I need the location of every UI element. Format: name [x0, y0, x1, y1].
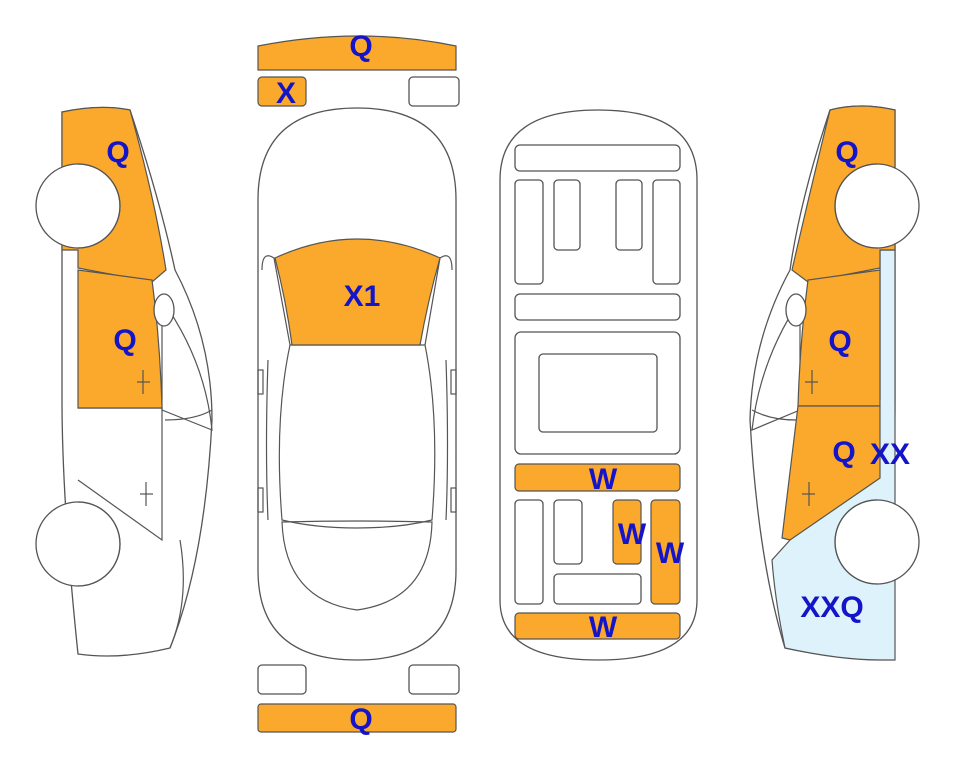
floor-rear-bar-label: W	[589, 611, 618, 644]
floor-small-rail-label: W	[618, 518, 647, 551]
roof-outline	[278, 344, 436, 529]
floor-rear-bar-panel[interactable]	[514, 612, 681, 640]
right-side-view: Q Q Q XX XXQ	[749, 105, 920, 661]
left-mirror	[153, 293, 175, 327]
right-rear-door-label-2: XX	[870, 438, 910, 471]
right-front-door-label: Q	[828, 325, 851, 358]
left-front-door-label: Q	[113, 324, 136, 357]
rear-window-outline	[281, 520, 433, 611]
floor-right-rail-panel[interactable]	[650, 499, 681, 605]
front-left-part-label: X	[276, 77, 296, 110]
top-view-body	[257, 107, 457, 661]
left-front-door-handle	[137, 370, 150, 394]
floor-right-rail-label: W	[656, 537, 685, 570]
rear-bumper-label: Q	[349, 703, 372, 736]
hood-label: X1	[344, 280, 381, 313]
right-rear-door-panel[interactable]	[781, 405, 881, 541]
front-bumper-label: Q	[349, 30, 372, 63]
floor-mid-bar-label: W	[589, 463, 618, 496]
right-rear-quarter-label: XXQ	[800, 591, 863, 624]
left-front-door-panel[interactable]	[77, 269, 163, 409]
right-rear-door-handle	[802, 482, 815, 506]
right-front-door-handle	[805, 370, 818, 394]
left-side-view: Q Q	[35, 106, 213, 657]
rear-bumper-panel[interactable]	[257, 703, 457, 733]
left-front-fender-label: Q	[106, 136, 129, 169]
front-right-light-panel	[408, 76, 460, 107]
front-left-light-panel[interactable]	[257, 76, 307, 107]
right-front-fender-label: Q	[835, 136, 858, 169]
rear-right-light-panel	[408, 664, 460, 695]
hood-panel[interactable]	[274, 238, 441, 346]
rear-left-light-panel	[257, 664, 307, 695]
right-mirror	[785, 293, 807, 327]
top-view: Q X X1 Q	[257, 30, 460, 736]
floor-small-rail-panel[interactable]	[612, 499, 642, 565]
floor-mid-bar-panel[interactable]	[514, 463, 681, 492]
underbody-view: W W W W	[499, 109, 698, 661]
right-rear-door-label: Q	[832, 436, 855, 469]
front-bumper-panel[interactable]	[257, 35, 457, 71]
left-rear-door-handle	[140, 482, 153, 506]
